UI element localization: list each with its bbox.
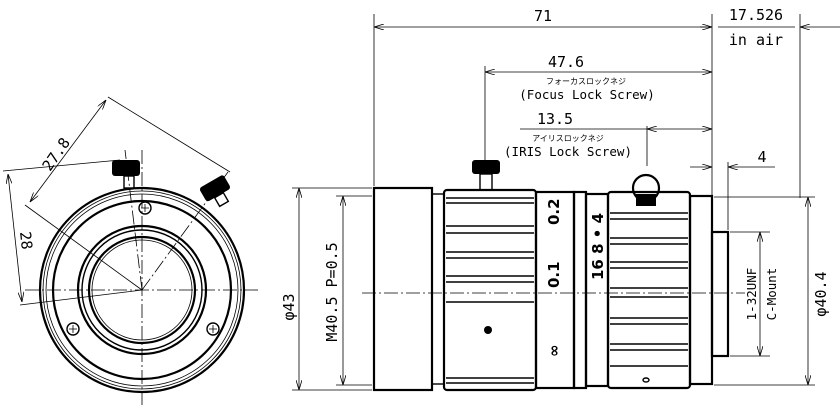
dim-47-6-label: 47.6	[548, 53, 584, 71]
mount-type-label: C-Mount	[764, 268, 779, 321]
screw-hole	[484, 326, 492, 334]
lens-aperture	[87, 235, 197, 345]
iris-ring	[606, 190, 692, 390]
dim-17-526-label: 17.526	[729, 6, 783, 24]
dim-line-27-8	[30, 100, 106, 202]
dim-4-label: 4	[757, 148, 766, 166]
dim-28-label: 28	[16, 231, 36, 251]
iris-scale: 16 8 • 4	[589, 213, 607, 280]
iris-knob-icon	[199, 175, 231, 208]
rear-barrel	[688, 194, 714, 386]
mount-thread-label: 1-32UNF	[744, 268, 759, 321]
dim-71-label: 71	[534, 7, 552, 25]
focus-lock-screw-icon	[472, 160, 500, 191]
in-air-note: in air	[729, 31, 783, 49]
dim-line-28	[8, 174, 22, 302]
iris-lock-screw-icon	[631, 173, 661, 206]
focus-ring	[442, 188, 538, 392]
dim-m40-5-label: M40.5 P=0.5	[323, 242, 341, 341]
focus-scale-infinity: ∞	[545, 345, 563, 358]
dim-phi-43-label: φ43	[280, 293, 298, 320]
side-view: 0.2 0.1 ∞ 16 8 • 4 71 17.526 in air 47.6	[280, 6, 840, 392]
focus-screw-label-jp: フォーカスロックネジ	[546, 77, 626, 86]
inner-ring	[76, 224, 208, 356]
outer-barrel-circle	[38, 186, 246, 394]
dim-phi-40-4-label: φ40.4	[812, 271, 830, 316]
dim-13-5-label: 13.5	[537, 110, 573, 128]
focus-screw-label: (Focus Lock Screw)	[519, 87, 654, 102]
front-filter-ring	[372, 186, 434, 392]
iris-screw-label-jp: アイリスロックネジ	[532, 134, 604, 143]
iris-screw-label: (IRIS Lock Screw)	[504, 144, 632, 159]
front-view: 27.8 28	[2, 96, 258, 405]
c-mount-thread	[710, 230, 730, 358]
dim-27-8-label: 27.8	[39, 134, 74, 174]
focus-scale-0-1: 0.1	[545, 261, 563, 288]
screw-icon	[66, 201, 220, 336]
focus-scale-0-2: 0.2	[545, 198, 563, 225]
focus-knob-icon	[112, 160, 140, 189]
